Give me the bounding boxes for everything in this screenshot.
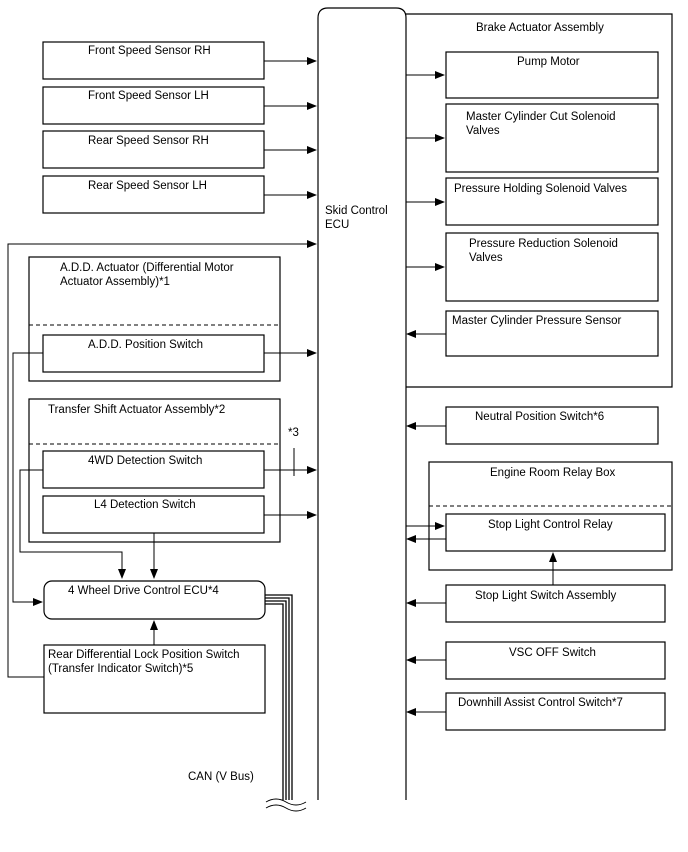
add-switch-to-4wd-ecu-line — [12, 352, 43, 606]
rear-speed-sensor-lh-label: Rear Speed Sensor LH — [88, 180, 207, 192]
4wd-switch-to-ecu-line — [19, 469, 126, 579]
engine-room-relay-box: Engine Room Relay Box Stop Light Control… — [428, 461, 673, 571]
skid-control-ecu: Skid Control ECU — [317, 7, 407, 800]
master-cylinder-cut-box — [445, 103, 659, 173]
rear-speed-sensor-lh-box — [42, 175, 265, 214]
downhill-assist-switch-label: Downhill Assist Control Switch*7 — [458, 697, 623, 709]
pump-motor-box — [445, 51, 659, 99]
downhill-assist-switch-box — [445, 692, 666, 731]
master-cylinder-cut-label-2: Valves — [466, 125, 500, 137]
stop-light-switch-box — [445, 584, 666, 623]
add-position-switch-label: A.D.D. Position Switch — [88, 339, 203, 351]
can-bus-lines — [265, 594, 293, 800]
neutral-position-switch-label: Neutral Position Switch*6 — [475, 411, 604, 423]
rear-diff-lock-switch-label-2: (Transfer Indicator Switch)*5 — [48, 663, 193, 675]
front-speed-sensor-lh-box — [42, 86, 265, 125]
add-actuator-assembly: A.D.D. Actuator (Differential Motor Actu… — [28, 256, 281, 382]
vsc-off-switch-label: VSC OFF Switch — [509, 647, 596, 659]
pressure-holding-box — [445, 177, 659, 226]
neutral-position-switch-box — [445, 406, 659, 445]
front-speed-sensor-lh-label: Front Speed Sensor LH — [88, 90, 209, 102]
l4-detection-switch-label: L4 Detection Switch — [94, 499, 196, 511]
4wd-control-ecu-label: 4 Wheel Drive Control ECU*4 — [68, 585, 219, 597]
brake-actuator-assembly: Brake Actuator Assembly Pump Motor Maste… — [406, 13, 673, 388]
pressure-reduction-label-1: Pressure Reduction Solenoid — [469, 238, 618, 250]
relay-box-title: Engine Room Relay Box — [490, 467, 616, 479]
pressure-reduction-label-2: Valves — [469, 252, 503, 264]
stop-light-switch-label: Stop Light Switch Assembly — [475, 590, 617, 602]
pressure-reduction-box — [445, 232, 659, 302]
stop-light-control-relay-box — [445, 513, 666, 552]
add-position-switch-box — [42, 334, 265, 373]
4wd-detection-switch-label: 4WD Detection Switch — [88, 455, 202, 467]
can-bus-label: CAN (V Bus) — [188, 771, 254, 783]
ecu-break-mark — [265, 798, 307, 812]
pump-motor-label: Pump Motor — [517, 56, 580, 68]
master-pressure-sensor-box — [445, 310, 659, 357]
transfer-actuator-title: Transfer Shift Actuator Assembly*2 — [48, 404, 225, 416]
master-cylinder-cut-label-1: Master Cylinder Cut Solenoid — [466, 111, 616, 123]
front-speed-sensor-rh-label: Front Speed Sensor RH — [88, 45, 211, 57]
rear-diff-lock-switch-label-1: Rear Differential Lock Position Switch — [48, 649, 240, 661]
master-pressure-sensor-label: Master Cylinder Pressure Sensor — [452, 315, 622, 327]
rear-speed-sensor-rh-label: Rear Speed Sensor RH — [88, 135, 209, 147]
transfer-shift-actuator-assembly: Transfer Shift Actuator Assembly*2 4WD D… — [28, 398, 281, 543]
rear-diff-lock-switch-box — [43, 644, 266, 714]
brake-actuator-title: Brake Actuator Assembly — [476, 22, 604, 34]
stop-light-control-relay-label: Stop Light Control Relay — [488, 519, 613, 531]
4wd-control-ecu-box — [43, 580, 266, 620]
add-actuator-title-2: Actuator Assembly)*1 — [60, 276, 170, 288]
vsc-off-switch-box — [445, 641, 666, 680]
rear-diff-to-ecu-line — [7, 240, 317, 678]
ecu-label-line2: ECU — [325, 219, 349, 231]
note-3-label: *3 — [288, 427, 299, 439]
pressure-holding-label: Pressure Holding Solenoid Valves — [454, 183, 627, 195]
ecu-label-line1: Skid Control — [325, 205, 388, 217]
add-actuator-title-1: A.D.D. Actuator (Differential Motor — [60, 262, 234, 274]
